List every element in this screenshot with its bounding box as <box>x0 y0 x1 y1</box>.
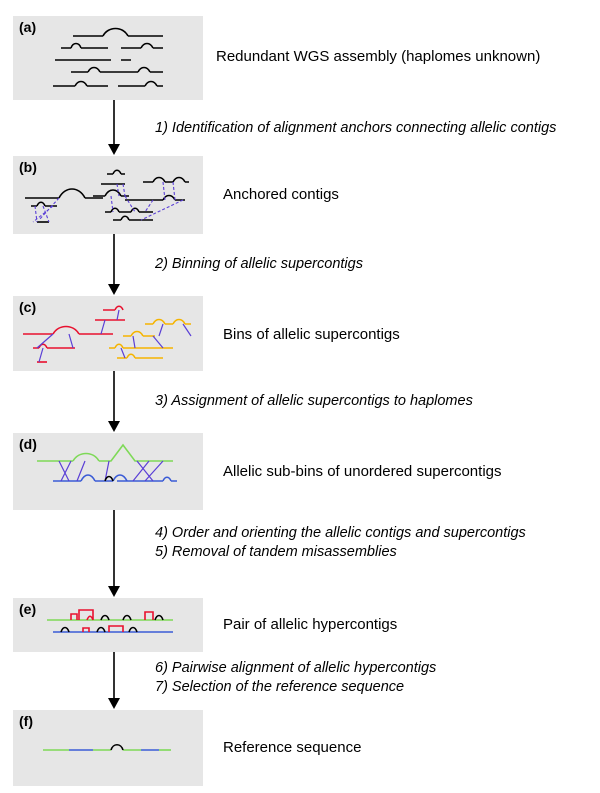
step-3: 3) Assignment of allelic supercontigs to… <box>155 393 473 409</box>
arrow-2 <box>108 234 120 295</box>
panel-b-letter: (b) <box>19 159 37 175</box>
panel-a-graphic <box>53 27 163 87</box>
panel-b-graphic <box>25 169 189 223</box>
panel-d-graphic <box>37 443 177 482</box>
step-6: 6) Pairwise alignment of allelic hyperco… <box>155 660 437 676</box>
panel-e: (e) <box>13 598 203 652</box>
panel-e-label: Pair of allelic hypercontigs <box>223 616 398 633</box>
panel-c: (c) <box>13 296 203 371</box>
panel-a: (a) <box>13 16 203 100</box>
step-1: 1) Identification of alignment anchors c… <box>155 120 557 136</box>
panel-d-letter: (d) <box>19 436 37 452</box>
panel-c-label: Bins of allelic supercontigs <box>223 326 400 343</box>
panel-f-label: Reference sequence <box>223 739 362 756</box>
panel-d: (d) <box>13 433 203 510</box>
arrow-3 <box>108 371 120 432</box>
panel-b-label: Anchored contigs <box>223 186 339 203</box>
panel-f-graphic <box>43 743 171 751</box>
panel-e-graphic <box>47 609 173 633</box>
panel-d-label: Allelic sub-bins of unordered superconti… <box>223 463 502 480</box>
panel-a-letter: (a) <box>19 19 37 35</box>
arrow-4 <box>108 510 120 597</box>
step-7: 7) Selection of the reference sequence <box>155 679 405 695</box>
panel-c-graphic <box>23 305 192 363</box>
step-4: 4) Order and orienting the allelic conti… <box>155 525 526 541</box>
panel-b: (b) <box>13 156 203 234</box>
panel-f: (f) <box>13 710 203 786</box>
step-5: 5) Removal of tandem misassemblies <box>155 544 397 560</box>
arrow-5 <box>108 652 120 709</box>
arrow-1 <box>108 100 120 155</box>
step-2: 2) Binning of allelic supercontigs <box>155 256 363 272</box>
panel-c-letter: (c) <box>19 299 37 315</box>
panel-f-letter: (f) <box>19 713 33 729</box>
panel-a-label: Redundant WGS assembly (haplomes unknown… <box>216 48 541 65</box>
panel-e-letter: (e) <box>19 601 37 617</box>
